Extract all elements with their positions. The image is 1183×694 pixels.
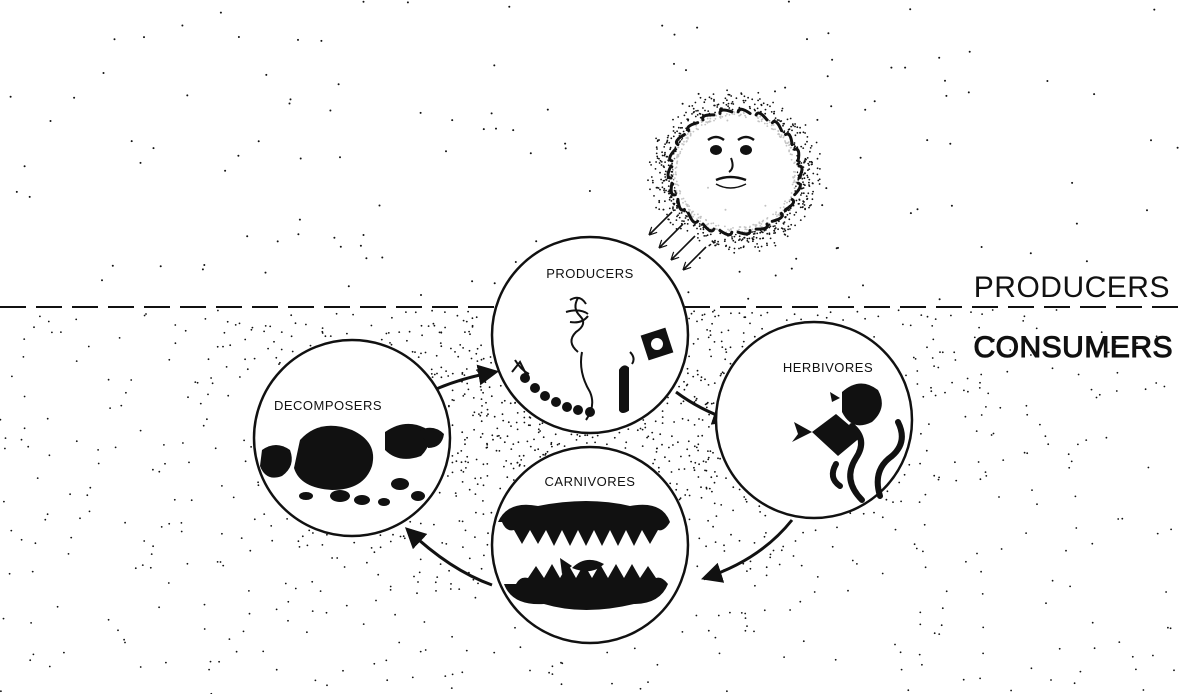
- node-label-decomposers: DECOMPOSERS: [274, 398, 382, 413]
- node-label-herbivores: HERBIVORES: [783, 360, 873, 375]
- node-herbivores: HERBIVORES: [716, 322, 912, 518]
- node-label-carnivores: CARNIVORES: [545, 474, 636, 489]
- arrow-carnivores-to-decomposers: [408, 530, 492, 585]
- zone-label-consumers: CONSUMERS: [973, 331, 1173, 364]
- node-carnivores: CARNIVORES: [492, 447, 688, 643]
- zone-label-producers: PRODUCERS: [974, 271, 1170, 304]
- node-producers: PRODUCERS: [492, 237, 688, 433]
- arrow-herbivores-to-carnivores: [705, 520, 792, 578]
- sun-icon: [668, 109, 802, 235]
- node-decomposers: DECOMPOSERS: [254, 340, 450, 536]
- node-label-producers: PRODUCERS: [546, 266, 634, 281]
